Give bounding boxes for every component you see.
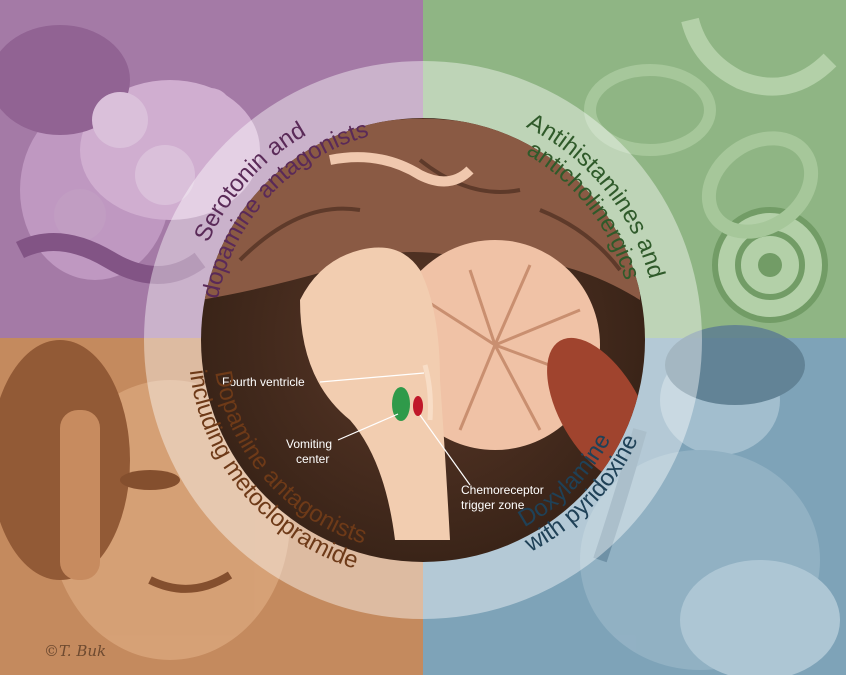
- fourth-ventricle: [422, 364, 433, 421]
- drug-class-ring: [144, 61, 702, 619]
- intestines-illustration: [0, 25, 260, 284]
- label-vomiting-center-line1: Vomiting: [286, 437, 332, 451]
- label-ctz-line1: Chemoreceptor: [461, 483, 544, 497]
- label-fourth-ventricle: Fourth ventricle: [222, 375, 305, 389]
- label-ctz-line2: trigger zone: [461, 498, 525, 512]
- vomiting-center-marker: [392, 387, 410, 421]
- brain-section: [201, 118, 645, 562]
- brainstem: [300, 247, 450, 540]
- pregnant-woman-illustration: [580, 325, 840, 675]
- woman-headache-illustration: [0, 340, 290, 660]
- inner-ear-illustration: [584, 17, 837, 323]
- ctz-marker: [413, 396, 423, 416]
- artist-signature: ©T. Buk: [44, 642, 106, 660]
- label-vomiting-center-line2: center: [296, 452, 329, 466]
